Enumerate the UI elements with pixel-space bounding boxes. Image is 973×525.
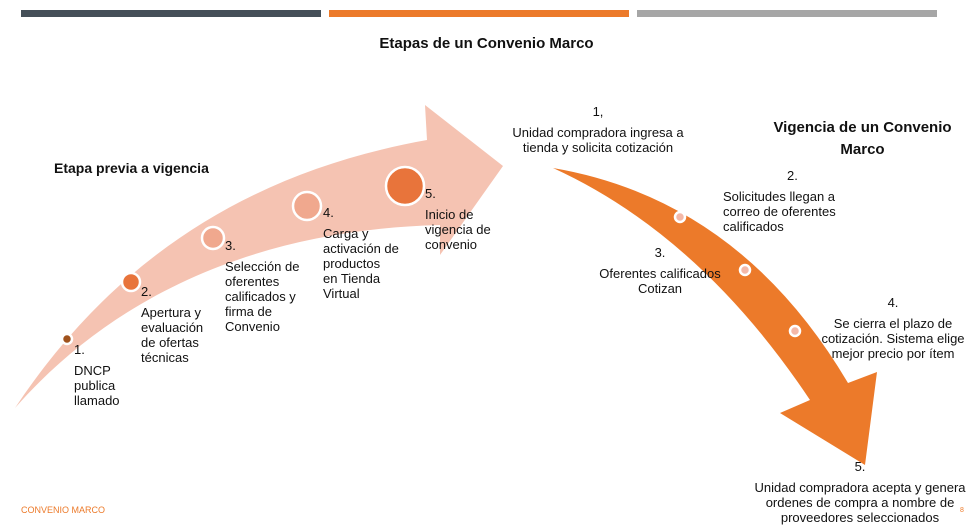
step-number: 4. — [323, 205, 334, 220]
step-number: 3. — [225, 238, 236, 253]
left-step-4: 4. Carga y activación de productos en Ti… — [323, 205, 399, 301]
step-5-marker — [384, 165, 426, 207]
step-text: calificados y — [225, 289, 296, 304]
step-text: Selección de — [225, 259, 300, 274]
pre-phase-arrow — [15, 105, 503, 408]
step-text: publica — [74, 378, 116, 393]
validity-phase-arrow — [553, 168, 877, 465]
step-text: técnicas — [141, 350, 189, 365]
step-text: Cotizan — [637, 281, 683, 296]
step-number: 1, — [592, 104, 604, 119]
step-text: vigencia de — [425, 222, 491, 237]
step-number: 3. — [654, 245, 666, 260]
step-text: firma de — [225, 304, 272, 319]
left-step-1: 1. DNCP publica llamado — [74, 342, 120, 408]
step-text: Unidad compradora ingresa a — [512, 125, 684, 140]
step-text: calificados — [723, 219, 784, 234]
step-3-marker — [200, 225, 226, 251]
step-text: de ofertas — [141, 335, 199, 350]
step-text: oferentes — [225, 274, 280, 289]
header-bar-dark — [21, 10, 321, 17]
validity-marker-1 — [673, 210, 687, 224]
step-text: Unidad compradora acepta y genera — [754, 480, 966, 495]
right-section-heading: Vigencia de un Convenio Marco — [745, 117, 973, 161]
step-text: productos — [323, 256, 381, 271]
step-text: DNCP — [74, 363, 111, 378]
step-text: cotización. Sistema elige — [821, 331, 965, 346]
step-text: tienda y solicita cotización — [522, 140, 674, 155]
left-step-5: 5. Inicio de vigencia de convenio — [425, 186, 491, 252]
validity-marker-3 — [788, 324, 802, 338]
right-step-3: 3. Oferentes calificados Cotizan — [590, 245, 730, 296]
step-number: 2. — [141, 284, 152, 299]
heading-line: Marco — [840, 141, 885, 158]
step-number: 2. — [787, 168, 798, 183]
heading-line: Vigencia de un Convenio — [773, 119, 952, 136]
step-4-marker — [291, 190, 323, 222]
step-1-marker — [60, 332, 74, 346]
step-number: 5. — [425, 186, 436, 201]
step-text: Solicitudes llegan a — [723, 189, 836, 204]
left-section-heading: Etapa previa a vigencia — [54, 160, 209, 176]
step-text: Oferentes calificados — [599, 266, 721, 281]
step-text: Se cierra el plazo de — [833, 316, 953, 331]
left-step-2: 2. Apertura y evaluación de ofertas técn… — [141, 284, 203, 365]
right-step-2: 2. Solicitudes llegan a correo de oferen… — [723, 168, 836, 234]
step-text: Apertura y — [141, 305, 201, 320]
page-number: 8 — [960, 507, 964, 514]
step-text: Inicio de — [425, 207, 474, 222]
validity-marker-2 — [738, 263, 752, 277]
step-text: Convenio — [225, 319, 280, 334]
step-2-marker — [120, 271, 142, 293]
step-text: activación de — [323, 241, 399, 256]
step-number: 5. — [854, 459, 866, 474]
step-text: en Tienda — [323, 271, 381, 286]
step-text: proveedores seleccionados — [780, 510, 940, 525]
left-step-3: 3. Selección de oferentes calificados y … — [225, 238, 299, 334]
step-text: llamado — [74, 393, 120, 408]
step-text: Carga y — [323, 226, 369, 241]
step-text: Virtual — [323, 286, 360, 301]
header-bar-grey — [637, 10, 937, 17]
step-number: 1. — [74, 342, 85, 357]
footer-label: CONVENIO MARCO — [21, 505, 106, 515]
step-text: mejor precio por ítem — [831, 346, 955, 361]
right-step-4: 4. Se cierra el plazo de cotización. Sis… — [820, 295, 966, 361]
step-text: ordenes de compra a nombre de — [765, 495, 955, 510]
step-number: 4. — [887, 295, 899, 310]
step-text: convenio — [425, 237, 478, 252]
right-step-1: 1, Unidad compradora ingresa a tienda y … — [492, 104, 704, 155]
step-text: correo de oferentes — [723, 204, 836, 219]
page-title: Etapas de un Convenio Marco — [379, 35, 594, 52]
step-text: evaluación — [141, 320, 204, 335]
right-step-5: 5. Unidad compradora acepta y genera ord… — [745, 459, 973, 525]
header-bar-orange — [329, 10, 629, 17]
